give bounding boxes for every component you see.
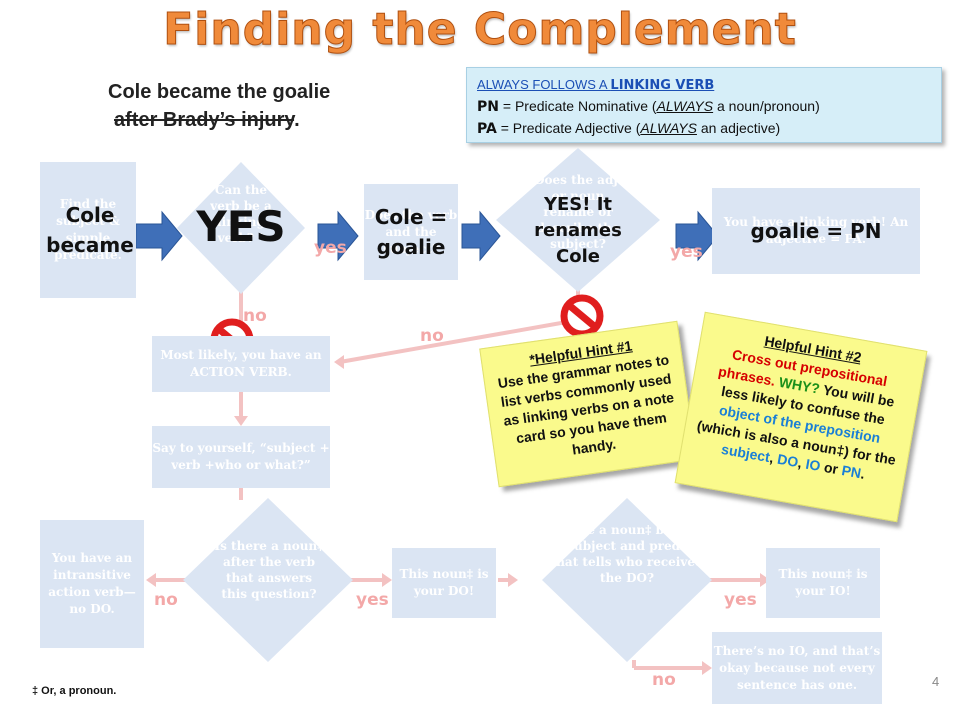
noun-between-text: Is there a noun‡ between the subject and… (541, 523, 713, 585)
label-yes: yes (724, 590, 757, 610)
overlay-yes-renames: YES! It renames Cole (534, 194, 622, 267)
page-number: 4 (932, 674, 940, 689)
label-no: no (652, 670, 676, 690)
can-verb-text: Can the verb be a linking verb? * (210, 183, 272, 245)
diamond-renames (496, 148, 660, 292)
diamond-can-verb-link (177, 162, 305, 294)
overlay-cole-equals-goalie: Cole = goalie (374, 205, 448, 259)
label-yes: yes (670, 242, 703, 262)
arrow-right-4 (675, 210, 719, 262)
overlay-cole-became: Cole became (46, 203, 134, 257)
arrow-right-2 (317, 210, 359, 262)
io-box: This noun‡ is your IO! (766, 548, 880, 618)
label-yes: yes (356, 590, 389, 610)
label-no: no (243, 306, 267, 326)
overlay-goalie-pn: goalie = PN (750, 219, 882, 243)
label-no: no (154, 590, 178, 610)
noun-after-text: Is there a noun‡ after the verb that ans… (214, 539, 324, 601)
footnote: ‡ Or, a pronoun. (32, 685, 117, 697)
find-subject-box: Find the subject & simple predicate. (40, 162, 136, 298)
label-yes: yes (314, 238, 347, 258)
intransitive-box: You have an intransitive action verb— no… (40, 520, 144, 648)
helpful-hint-1: *Helpful Hint #1 Use the grammar notes t… (479, 320, 697, 488)
diamond-noun-between (542, 498, 712, 662)
struck-phrase: after Brady’s injury (114, 109, 295, 131)
overlay-yes: YES (196, 202, 286, 251)
action-verb-box: Most likely, you have an ACTION VERB. (152, 336, 330, 392)
do-box: This noun‡ is your DO! (392, 548, 496, 618)
no-sign-icon (560, 294, 604, 338)
does-verb-box: Does the verb and the subject? (364, 184, 458, 280)
example-sentence: Cole became the goalie after Brady’s inj… (108, 78, 330, 134)
page-title: Finding the Complement (163, 4, 797, 56)
arrow-right-3 (461, 210, 501, 262)
complement-info-box: ALWAYS FOLLOWS A LINKING VERB PN = Predi… (466, 67, 942, 143)
sentence-line-1: Cole became the goalie (108, 81, 331, 103)
say-to-yourself-box: Say to yourself, “subject + verb +who or… (152, 426, 330, 488)
does-adj-text: Does the adj. or noun rename or describe… (534, 173, 622, 251)
linking-verb-box: You have a linking verb! An adjective = … (712, 188, 920, 274)
diamond-noun-after (183, 498, 353, 662)
label-no: no (420, 326, 444, 346)
no-io-box: There’s no IO, and that’s okay because n… (712, 632, 882, 704)
arrow-right-1 (135, 210, 183, 262)
